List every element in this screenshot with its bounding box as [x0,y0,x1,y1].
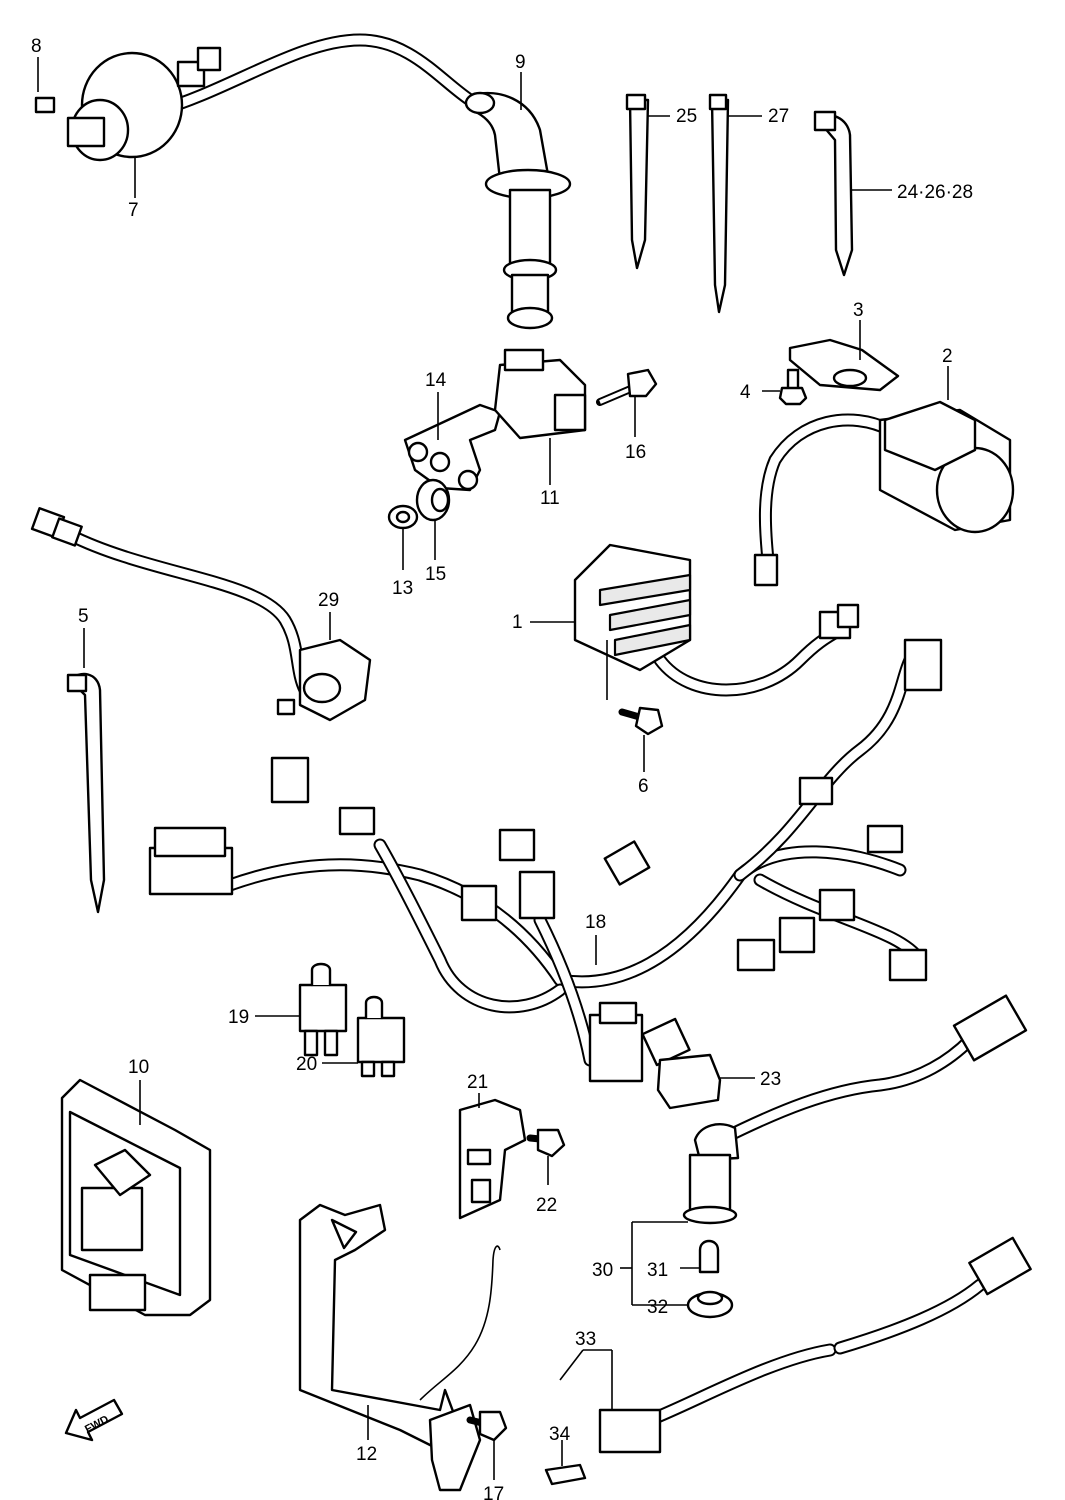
grommet-part-15 [415,478,451,560]
washer-part-13 [387,504,419,570]
bolt-part-22 [526,1128,566,1185]
label-part-22: 22 [536,1195,557,1216]
label-part-14: 14 [425,370,447,391]
bulb-part-31 [680,1239,720,1274]
cover-part-23 [656,1053,755,1110]
regulator-part-1 [530,543,860,700]
bolt-part-6 [618,706,664,772]
frame-bracket-part-12 [298,1203,501,1492]
label-part-2: 2 [942,346,953,367]
label-part-24-26-28: 24·26·28 [897,182,973,203]
label-part-4: 4 [740,382,751,403]
fuse-part-34 [544,1440,587,1486]
bolt-part-17 [466,1410,508,1480]
label-part-16: 16 [625,442,646,463]
label-part-5: 5 [78,606,89,627]
cap-part-30 [620,994,1028,1306]
label-part-30: 30 [592,1260,613,1281]
ignition-switch-part-7 [34,33,477,198]
label-part-6: 6 [638,776,649,797]
cap-part-9 [464,72,572,330]
wire-part-33 [559,1236,1032,1454]
bracket-part-3 [788,320,900,392]
fuse-part-20 [322,995,406,1078]
bracket-part-14 [403,392,502,492]
grommet-part-32 [686,1290,734,1319]
label-part-15: 15 [425,564,446,585]
relay-unit [588,1001,691,1083]
fwd-arrow-icon: FWD [64,1398,124,1442]
bolt-part-16 [596,368,658,437]
label-part-34: 34 [549,1424,571,1445]
label-part-12: 12 [356,1444,377,1465]
cable-tie-part-24-26-28 [813,110,892,277]
label-part-25: 25 [676,106,697,127]
label-part-17: 17 [483,1484,504,1500]
label-part-21: 21 [467,1072,488,1093]
label-part-18: 18 [585,912,606,933]
label-part-23: 23 [760,1069,781,1090]
cable-tie-part-5 [66,628,106,914]
wiring-harness-part-18 [148,638,943,1067]
module-part-11 [493,348,587,485]
label-part-8: 8 [31,36,42,57]
label-part-7: 7 [128,200,139,221]
label-part-29: 29 [318,590,339,611]
label-part-20: 20 [296,1054,317,1075]
coil-part-2 [753,366,1015,587]
bracket-part-21 [458,1093,527,1220]
label-part-9: 9 [515,52,526,73]
sensor-part-29 [30,507,372,722]
label-part-32: 32 [647,1297,668,1318]
label-part-11: 11 [540,488,560,509]
label-part-27: 27 [768,106,789,127]
label-part-19: 19 [228,1007,249,1028]
label-part-3: 3 [853,300,864,321]
fuse-part-19 [255,962,348,1057]
label-part-31: 31 [647,1260,668,1281]
bolt-part-4 [762,368,808,406]
cable-tie-part-27 [708,93,762,314]
label-part-10: 10 [128,1057,149,1078]
cable-tie-part-25 [625,93,670,270]
label-part-1: 1 [512,612,523,633]
label-part-33: 33 [575,1329,596,1350]
ecu-part-10 [60,1078,212,1317]
label-part-13: 13 [392,578,413,599]
